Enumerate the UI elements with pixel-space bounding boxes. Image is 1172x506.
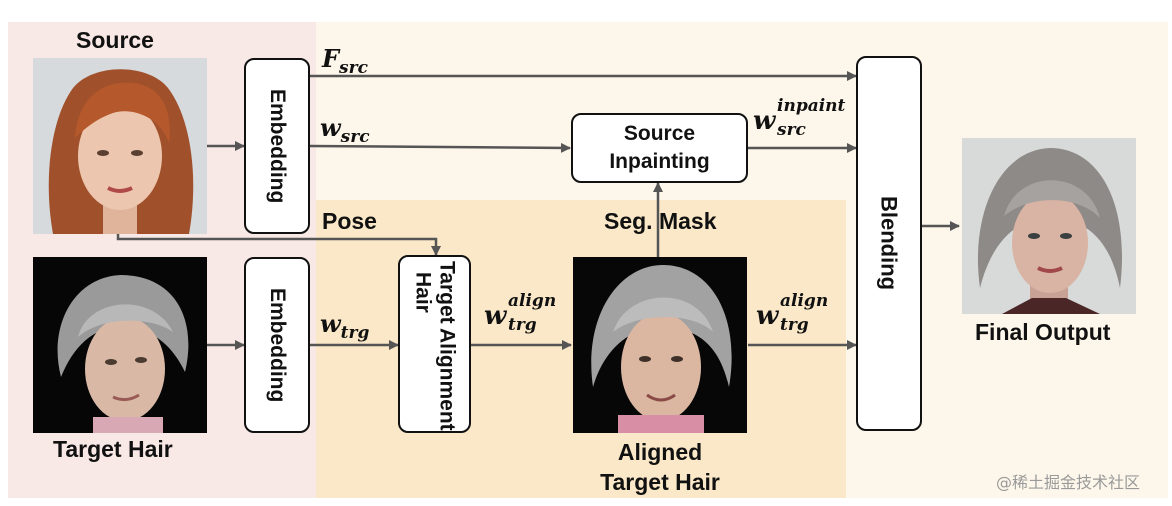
inpainting-line-2: Inpainting — [609, 150, 710, 173]
final-output-image — [962, 138, 1136, 314]
pose-label: Pose — [322, 208, 377, 234]
aligned-line-2: Target Hair — [600, 469, 720, 495]
w-trg-label: wtrg — [320, 309, 370, 343]
source-face-image — [33, 58, 207, 234]
arrow-w-src — [309, 142, 571, 153]
inpainting-line-1: Source — [623, 121, 696, 145]
w-src-inpaint-label: w inpaint src — [753, 96, 846, 140]
aligned-target-hair-image — [573, 257, 747, 433]
embedding-box-top: Embedding — [244, 58, 310, 234]
alignment-line-1: Target Hair — [411, 261, 459, 324]
target-hair-label: Target Hair — [53, 436, 173, 462]
seg-mask-label: Seg. Mask — [604, 208, 717, 234]
target-hair-alignment-box: Target Hair Alignment — [398, 255, 471, 433]
blending-box: Blending — [856, 56, 922, 431]
w-trg-align-right-label: w align trg — [756, 291, 829, 335]
aligned-target-hair-label: Aligned Target Hair — [573, 437, 747, 497]
w-trg-align-mid-label: w align trg — [484, 291, 557, 335]
w-src-label: wsrc — [320, 113, 370, 147]
watermark-text: @稀土掘金技术社区 — [996, 473, 1141, 492]
arrow-pose — [116, 233, 441, 256]
alignment-text: Target Hair Alignment — [410, 257, 459, 431]
source-label: Source — [76, 27, 154, 53]
embedding-box-bottom: Embedding — [244, 257, 310, 433]
aligned-line-1: Aligned — [617, 439, 703, 465]
final-output-label: Final Output — [975, 319, 1111, 345]
target-hair-image — [33, 257, 207, 433]
alignment-line-2: Alignment — [435, 328, 459, 431]
source-inpainting-box: Source Inpainting — [571, 113, 748, 183]
f-src-label: Fsrc — [322, 44, 368, 78]
